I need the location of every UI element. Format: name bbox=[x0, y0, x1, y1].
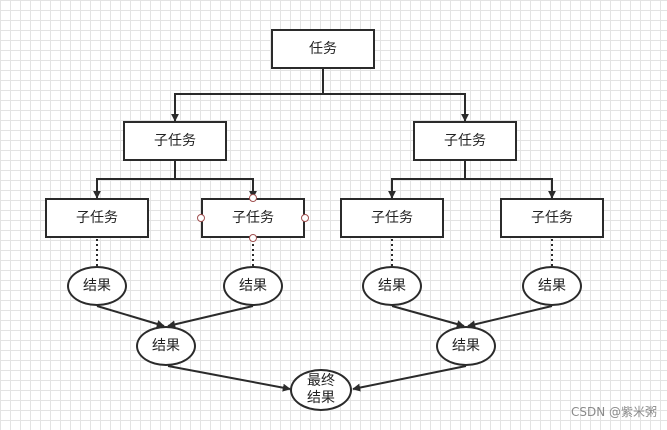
node-subtask-right-label: 子任务 bbox=[444, 132, 486, 149]
node-leaf-2-label: 子任务 bbox=[232, 209, 274, 226]
edge-root-subtask-left bbox=[171, 68, 324, 122]
node-root[interactable]: 任务 bbox=[271, 29, 375, 69]
edge-result-3-merge-right bbox=[391, 305, 465, 328]
node-leaf-1[interactable]: 子任务 bbox=[45, 198, 149, 238]
edge-result-2-merge-left bbox=[167, 305, 254, 329]
selection-handle-bottom[interactable] bbox=[249, 234, 257, 242]
edge-root-subtask-right bbox=[323, 93, 469, 122]
node-leaf-1-label: 子任务 bbox=[76, 209, 118, 226]
node-leaf-3-label: 子任务 bbox=[371, 209, 413, 226]
node-subtask-left-label: 子任务 bbox=[154, 132, 196, 149]
selection-handle-left[interactable] bbox=[197, 214, 205, 222]
node-final-label: 最终 结果 bbox=[307, 373, 335, 406]
edge-subtask-left-leaf-1 bbox=[93, 161, 176, 199]
node-leaf-4-label: 子任务 bbox=[531, 209, 573, 226]
node-result-4-label: 结果 bbox=[538, 277, 566, 294]
node-merge-left-label: 结果 bbox=[152, 337, 180, 354]
node-result-4[interactable]: 结果 bbox=[522, 266, 582, 306]
node-result-1-label: 结果 bbox=[83, 277, 111, 294]
node-result-1[interactable]: 结果 bbox=[67, 266, 127, 306]
watermark: CSDN @紫米粥 bbox=[570, 405, 657, 419]
node-merge-right-label: 结果 bbox=[452, 337, 480, 354]
node-final[interactable]: 最终 结果 bbox=[290, 369, 352, 411]
selection-handle-right[interactable] bbox=[301, 214, 309, 222]
node-result-2-label: 结果 bbox=[239, 277, 267, 294]
node-merge-right[interactable]: 结果 bbox=[436, 326, 496, 366]
edge-merge-left-final bbox=[167, 365, 291, 392]
node-leaf-3[interactable]: 子任务 bbox=[340, 198, 444, 238]
node-root-label: 任务 bbox=[309, 40, 337, 57]
node-result-2[interactable]: 结果 bbox=[223, 266, 283, 306]
node-subtask-left[interactable]: 子任务 bbox=[123, 121, 227, 161]
edge-subtask-right-leaf-3 bbox=[388, 161, 466, 199]
edge-subtask-right-leaf-4 bbox=[465, 178, 556, 199]
node-merge-left[interactable]: 结果 bbox=[136, 326, 196, 366]
edge-subtask-left-leaf-2 bbox=[175, 178, 257, 199]
node-leaf-2[interactable]: 子任务 bbox=[201, 198, 305, 238]
node-leaf-4[interactable]: 子任务 bbox=[500, 198, 604, 238]
node-result-3[interactable]: 结果 bbox=[362, 266, 422, 306]
selection-handle-top[interactable] bbox=[249, 194, 257, 202]
edge-merge-right-final bbox=[352, 365, 467, 392]
edge-result-1-merge-left bbox=[96, 305, 165, 328]
edge-result-4-merge-right bbox=[467, 305, 553, 329]
node-subtask-right[interactable]: 子任务 bbox=[413, 121, 517, 161]
node-result-3-label: 结果 bbox=[378, 277, 406, 294]
